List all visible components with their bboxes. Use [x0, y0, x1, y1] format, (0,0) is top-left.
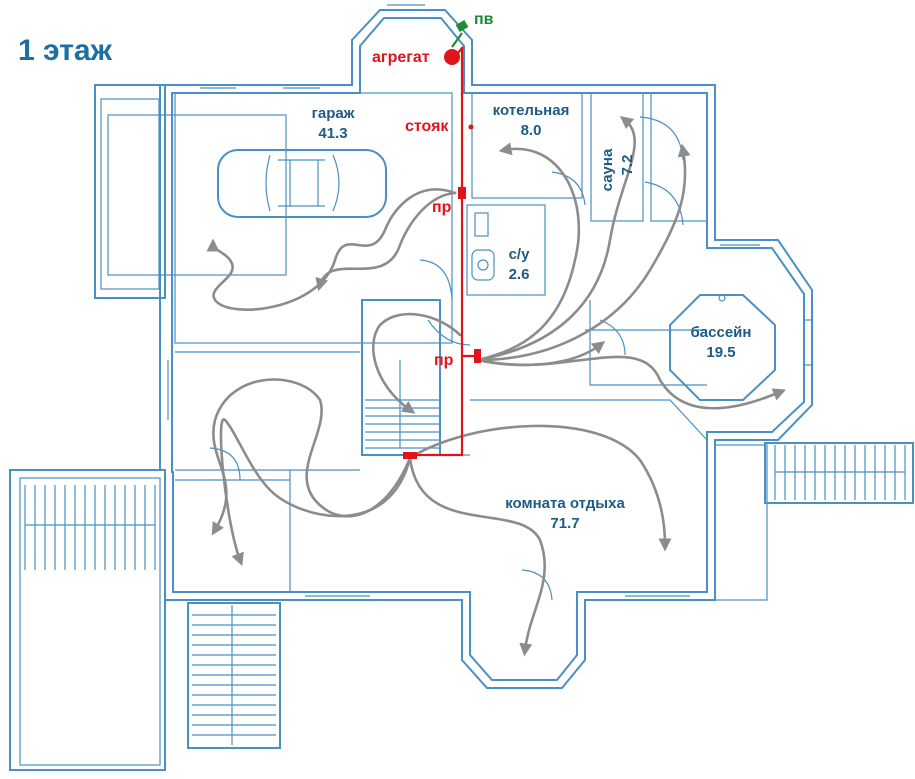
- supply-diffuser-stairs: [403, 452, 417, 459]
- ventilation-unit: [444, 49, 460, 65]
- stairs-left: [24, 485, 156, 570]
- riser-label: стояк: [405, 118, 449, 135]
- stairs-right: [774, 445, 906, 500]
- walls: [9, 4, 914, 771]
- labels: агрегат пв стояк пр пр гараж 41.3 котель…: [312, 11, 752, 532]
- bathroom-area: 2.6: [509, 266, 530, 283]
- airflow-paths: [206, 115, 787, 657]
- car-icon: [217, 149, 387, 218]
- garage-name: гараж: [312, 105, 355, 122]
- supply-label-lower: пр: [434, 352, 454, 369]
- floor-title: 1 этаж: [18, 34, 113, 67]
- pool-outline: [669, 294, 776, 401]
- riser-marker: [468, 124, 474, 130]
- supply-label-upper: пр: [432, 199, 452, 216]
- stairs-bottom: [192, 605, 276, 745]
- unit-label: агрегат: [372, 49, 430, 66]
- supply-diffuser-lower: [474, 349, 481, 363]
- pool-name: бассейн: [691, 324, 752, 341]
- boiler-room-area: 8.0: [521, 122, 542, 139]
- sauna-name: сауна: [599, 148, 616, 191]
- ventilation-ducts: [403, 20, 481, 459]
- air-intake-grille: [455, 20, 469, 32]
- pool-area: 19.5: [706, 344, 735, 361]
- boiler-room-name: котельная: [493, 102, 570, 119]
- lounge-area: 71.7: [550, 515, 579, 532]
- garage-area: 41.3: [318, 125, 347, 142]
- supply-diffuser-upper: [458, 187, 466, 199]
- sauna-area: 7.2: [619, 155, 636, 176]
- bathroom-name: с/у: [509, 246, 531, 263]
- intake-label: пв: [474, 11, 494, 28]
- lounge-name: комната отдыха: [505, 495, 625, 512]
